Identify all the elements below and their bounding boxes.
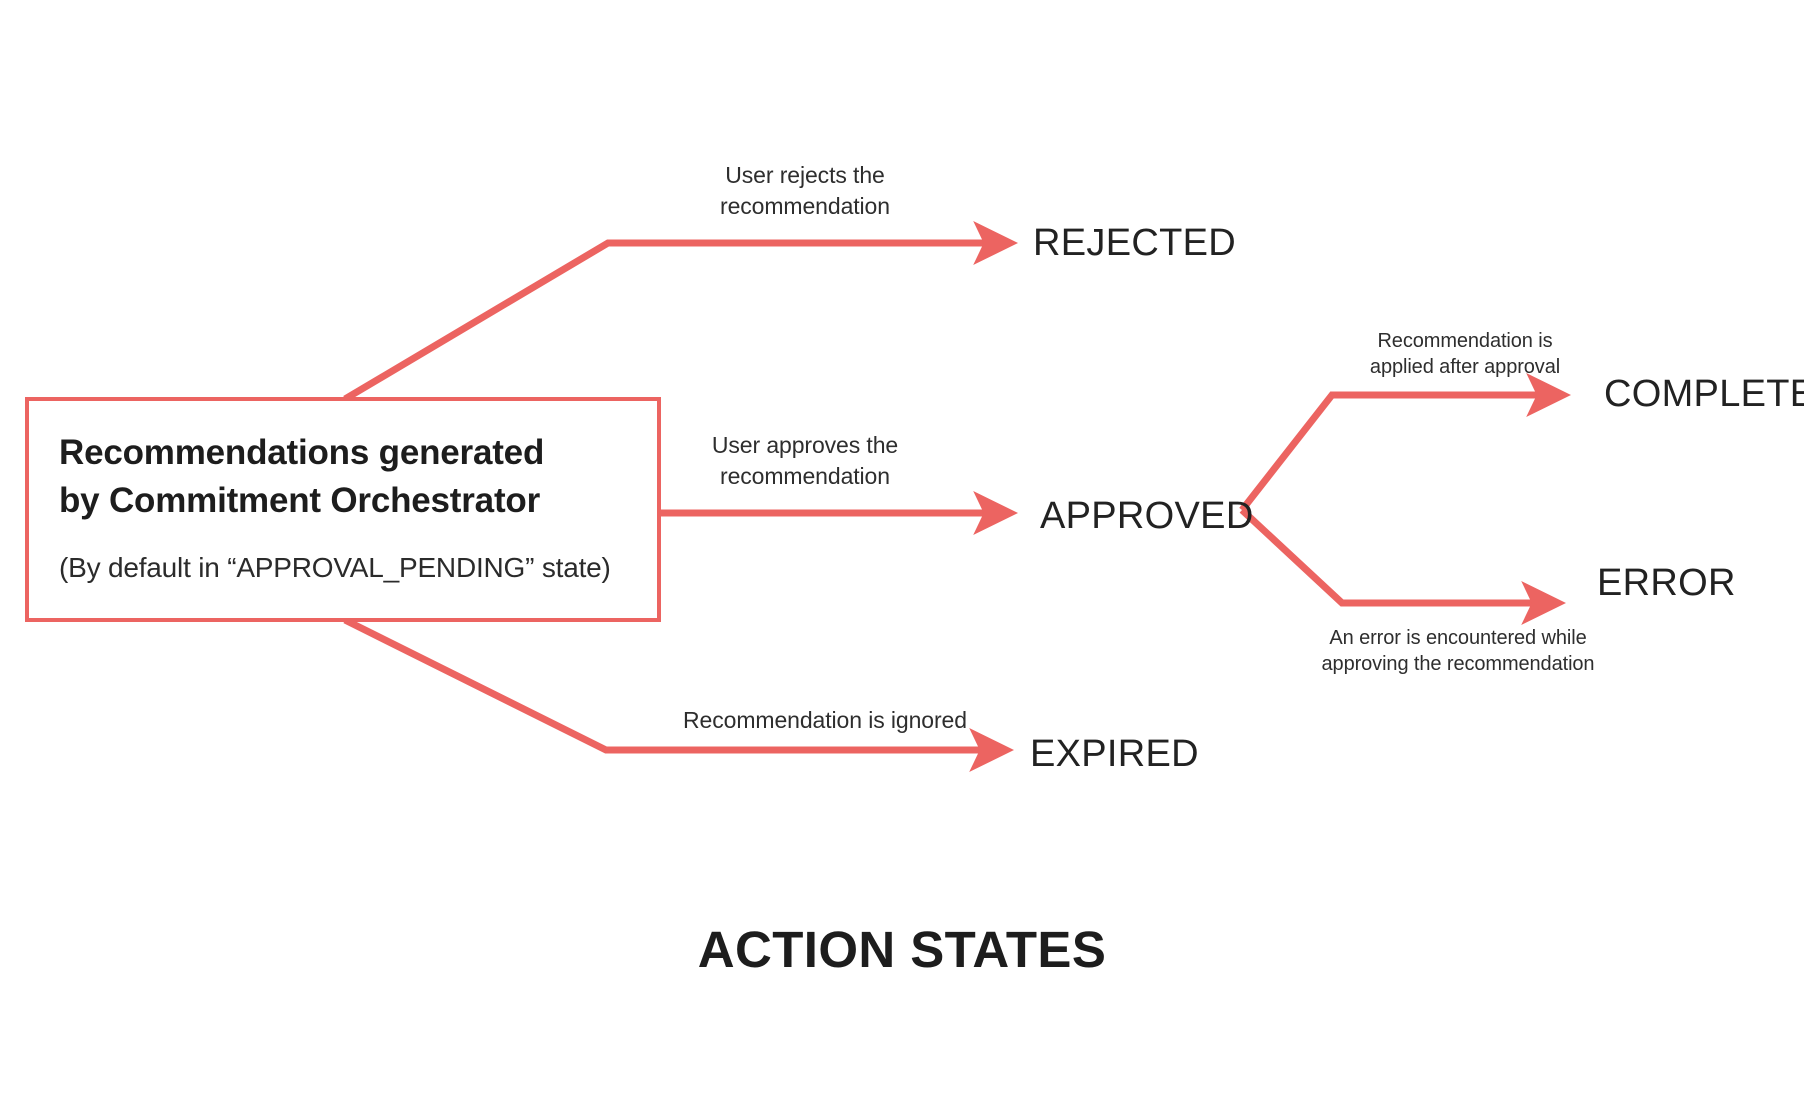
diagram-title: ACTION STATES: [697, 921, 1107, 978]
edge-label-to-expired: Recommendation is ignored: [683, 707, 967, 733]
edge-label-to-rejected: User rejects the recommendation: [720, 162, 890, 219]
source-node-title: Recommendations generated by Commitment …: [59, 433, 545, 521]
source-node: Recommendations generated by Commitment …: [25, 397, 661, 622]
edge-label-to-error: An error is encountered while approving …: [1321, 627, 1595, 676]
state-rejected: REJECTED: [1033, 222, 1236, 264]
edge-to-error: [1239, 507, 1566, 626]
edge-label-to-approved: User approves the recommendation: [711, 432, 899, 489]
edge-to-rejected: [343, 220, 1018, 403]
state-expired: EXPIRED: [1030, 733, 1199, 775]
state-error: ERROR: [1597, 562, 1736, 604]
state-approved: APPROVED: [1040, 495, 1254, 537]
edge-to-completed: [1239, 372, 1571, 513]
state-completed: COMPLETED: [1604, 373, 1804, 415]
source-node-subtitle: (By default in “APPROVAL_PENDING” state): [59, 551, 611, 583]
edge-label-to-completed: Recommendation is applied after approval: [1369, 330, 1561, 379]
